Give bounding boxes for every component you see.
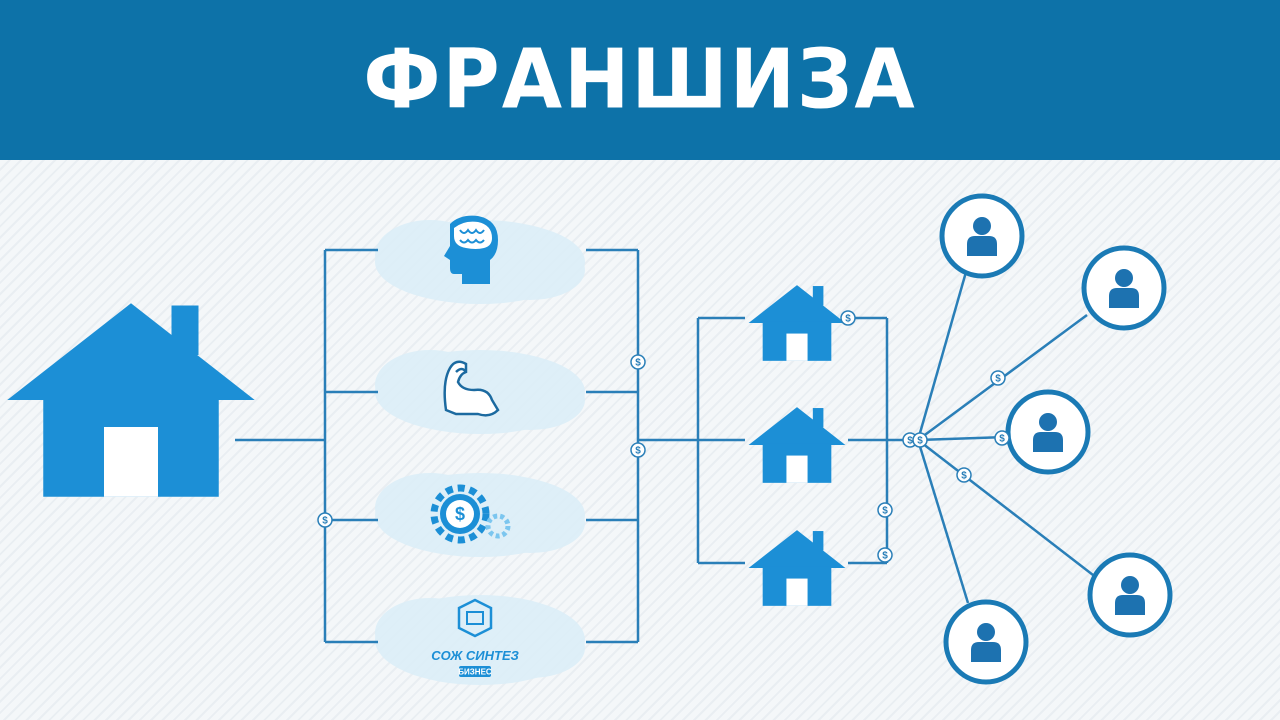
page-title: ФРАНШИЗА — [363, 32, 917, 128]
logo-subtext: БИЗНЕС — [458, 668, 492, 677]
svg-text:$: $ — [845, 314, 851, 325]
svg-text:$: $ — [882, 551, 888, 562]
logo-icon: СОЖ СИНТЕЗ БИЗНЕС — [431, 598, 519, 677]
svg-text:$: $ — [995, 374, 1001, 385]
gear-dollar-symbol: $ — [455, 504, 465, 524]
svg-text:$: $ — [999, 434, 1005, 445]
dollar-coin-icon: $ — [912, 432, 928, 448]
gear-dollar-icon: $ — [430, 484, 511, 544]
svg-text:$: $ — [635, 446, 641, 457]
dollar-coin-icon: $ — [317, 512, 333, 528]
logo-text: СОЖ СИНТЕЗ — [431, 648, 519, 663]
header-banner: ФРАНШИЗА — [0, 0, 1280, 160]
svg-text:$: $ — [961, 471, 967, 482]
dollar-coins: $ $ $ $ $ $ $ $ $ $ $ — [317, 310, 1010, 563]
dollar-coin-icon: $ — [990, 370, 1006, 386]
dollar-coin-icon: $ — [840, 310, 856, 326]
dollar-coin-icon: $ — [994, 430, 1010, 446]
svg-text:$: $ — [882, 506, 888, 517]
flexed-arm-icon — [443, 360, 500, 417]
svg-text:$: $ — [322, 516, 328, 527]
dollar-coin-icon: $ — [630, 442, 646, 458]
dollar-coin-icon: $ — [630, 354, 646, 370]
brain-head-icon — [444, 215, 498, 284]
franchise-house-icon — [748, 407, 846, 483]
dollar-coin-icon: $ — [877, 547, 893, 563]
dollar-coin-icon: $ — [956, 467, 972, 483]
svg-text:$: $ — [907, 436, 913, 447]
svg-text:$: $ — [917, 436, 923, 447]
cloud-shapes — [375, 220, 585, 685]
connector-lines — [235, 248, 1094, 644]
franchise-house-icon — [748, 530, 846, 606]
franchise-house-icon — [748, 285, 846, 361]
svg-text:$: $ — [635, 358, 641, 369]
main-house-icon — [7, 303, 255, 497]
dollar-coin-icon: $ — [877, 502, 893, 518]
